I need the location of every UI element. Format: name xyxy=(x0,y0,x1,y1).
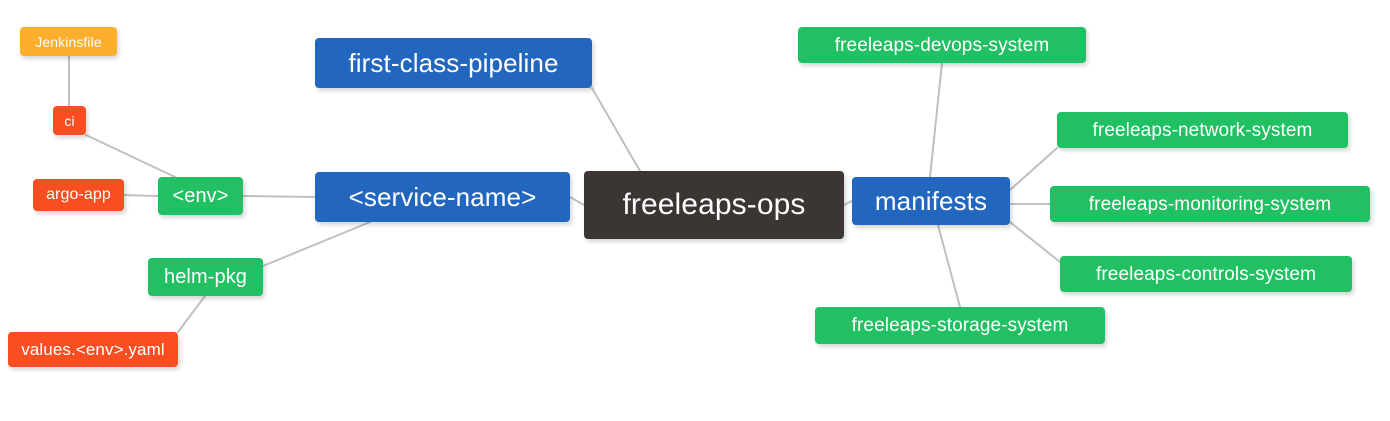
mindmap-node-label: <env> xyxy=(172,185,229,207)
mindmap-node-label: freeleaps-network-system xyxy=(1092,119,1313,141)
mindmap-node-label: Jenkinsfile xyxy=(35,33,102,50)
mindmap-node-ci[interactable]: ci xyxy=(53,106,86,135)
mindmap-node-label: manifests xyxy=(874,186,988,216)
edge-service-name-to-helm-pkg xyxy=(262,221,371,267)
mindmap-node-label: argo-app xyxy=(46,186,111,203)
mindmap-node-freeleaps-storage-system[interactable]: freeleaps-storage-system xyxy=(815,307,1105,344)
edge-manifests-to-freeleaps-devops-system xyxy=(929,62,943,178)
mindmap-node-freeleaps-controls-system[interactable]: freeleaps-controls-system xyxy=(1060,256,1352,292)
mindmap-node-label: freeleaps-devops-system xyxy=(834,34,1050,56)
mindmap-node-values-yaml[interactable]: values.<env>.yaml xyxy=(8,332,178,367)
mindmap-node-label: freeleaps-ops xyxy=(622,188,806,221)
edge-freeleaps-ops-to-first-class-pipeline xyxy=(591,87,641,172)
edge-env-to-argo-app xyxy=(123,194,159,197)
mindmap-node-manifests[interactable]: manifests xyxy=(852,177,1010,225)
mindmap-node-label: first-class-pipeline xyxy=(348,48,559,78)
mindmap-node-label: freeleaps-storage-system xyxy=(851,315,1069,336)
mindmap-node-first-class-pipeline[interactable]: first-class-pipeline xyxy=(315,38,592,88)
mindmap-node-label: values.<env>.yaml xyxy=(21,340,165,359)
edge-freeleaps-ops-to-manifests xyxy=(843,200,853,206)
edge-manifests-to-freeleaps-controls-system xyxy=(1009,221,1061,263)
mindmap-node-jenkinsfile[interactable]: Jenkinsfile xyxy=(20,27,117,56)
mindmap-node-label: freeleaps-controls-system xyxy=(1095,263,1317,285)
mindmap-node-freeleaps-network-system[interactable]: freeleaps-network-system xyxy=(1057,112,1348,148)
mindmap-node-argo-app[interactable]: argo-app xyxy=(33,179,124,211)
mindmap-node-freeleaps-monitoring-system[interactable]: freeleaps-monitoring-system xyxy=(1050,186,1370,222)
edge-manifests-to-freeleaps-network-system xyxy=(1009,147,1058,191)
mindmap-node-label: freeleaps-monitoring-system xyxy=(1088,193,1332,215)
mindmap-node-helm-pkg[interactable]: helm-pkg xyxy=(148,258,263,296)
edge-helm-pkg-to-values-yaml xyxy=(177,295,206,333)
mindmap-node-env[interactable]: <env> xyxy=(158,177,243,215)
mindmap-node-freeleaps-ops[interactable]: freeleaps-ops xyxy=(584,171,844,239)
mindmap-node-label: ci xyxy=(64,112,75,129)
mindmap-node-label: <service-name> xyxy=(348,182,537,212)
mindmap-node-label: helm-pkg xyxy=(163,266,248,288)
edge-manifests-to-freeleaps-storage-system xyxy=(937,224,961,308)
edge-freeleaps-ops-to-service-name xyxy=(569,196,585,206)
mindmap-node-service-name[interactable]: <service-name> xyxy=(315,172,570,222)
edge-env-to-ci xyxy=(85,134,176,178)
mindmap-node-freeleaps-devops-system[interactable]: freeleaps-devops-system xyxy=(798,27,1086,63)
edge-service-name-to-env xyxy=(242,195,316,198)
